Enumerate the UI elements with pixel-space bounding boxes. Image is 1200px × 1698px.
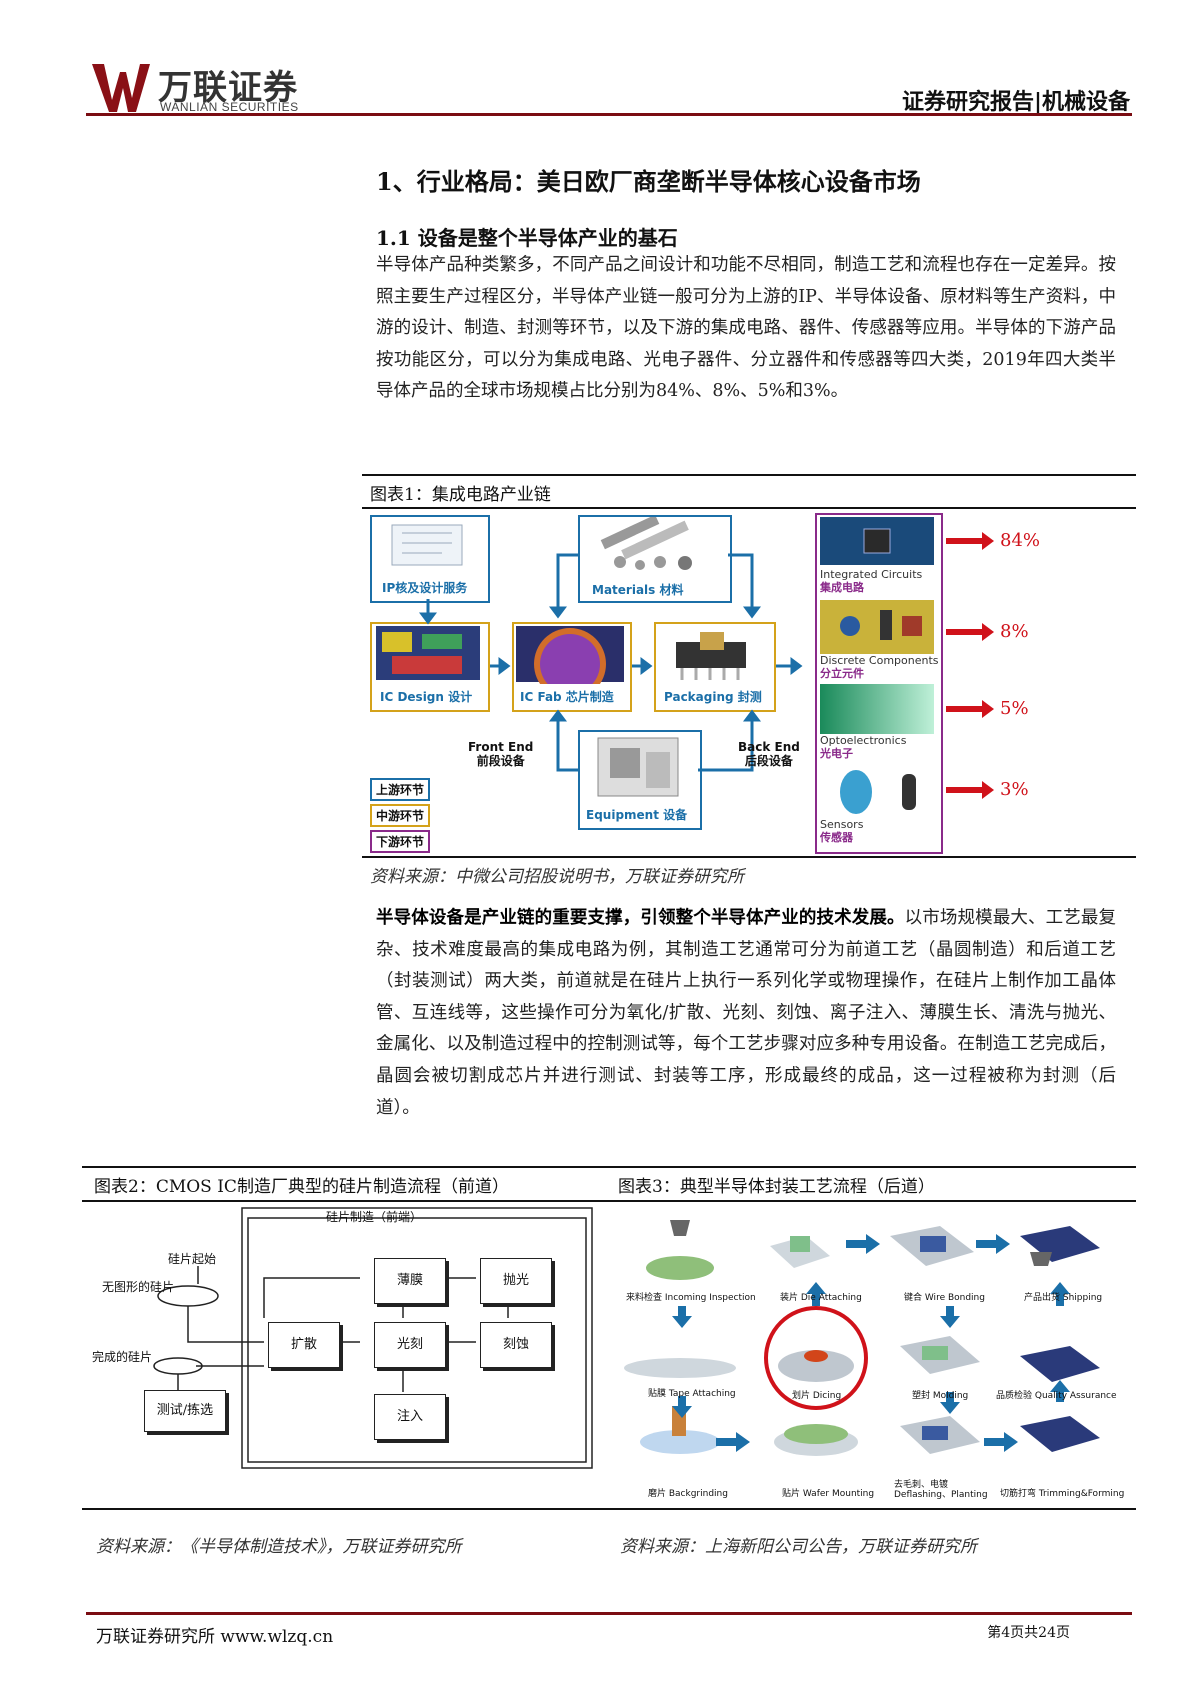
litho-box: 光刻 (374, 1322, 446, 1368)
diffusion-box: 扩散 (268, 1322, 340, 1368)
figure1-bottom-rule (362, 856, 1136, 858)
materials-label: Materials 材料 (592, 583, 684, 597)
unpatterned-label: 无图形的硅片 (102, 1280, 175, 1294)
finished-label: 完成的硅片 (92, 1350, 153, 1364)
legend-upstream: 上游环节 (370, 778, 431, 801)
packaging-box: Packaging 封测 (654, 622, 776, 712)
optoelectronics-image-icon (820, 684, 934, 734)
brand-logo-icon (92, 64, 150, 112)
chip-layout-icon (376, 626, 480, 680)
paragraph-2: 半导体设备是产业链的重要支撑，引领整个半导体产业的技术发展。以市场规模最大、工艺… (376, 903, 1116, 1124)
paragraph-2-body: 以市场规模最大、工艺最复杂、技术难度最高的集成电路为例，其制造工艺通常可分为前道… (376, 908, 1116, 1118)
paragraph-1: 半导体产品种类繁多，不同产品之间设计和功能不尽相同，制造工艺和流程也存在一定差异… (376, 255, 1116, 402)
ip-box: IP核及设计服务 (370, 515, 490, 603)
package-icon (676, 632, 746, 680)
page-number: 第4页共24页 (987, 1625, 1070, 1641)
ic-image-icon (820, 517, 934, 565)
ic-design-label: IC Design 设计 (380, 690, 473, 704)
materials-box: Materials 材料 (578, 514, 732, 603)
pct-opto: 5% (1000, 698, 1029, 719)
figure3-title: 图表3：典型半导体封装工艺流程（后道） (618, 1177, 935, 1197)
figure1-source: 资料来源：中微公司招股说明书，万联证券研究所 (370, 867, 744, 887)
downstream-panel (815, 513, 943, 854)
figure2-title: 图表2：CMOS IC制造厂典型的硅片制造流程（前道） (94, 1177, 509, 1197)
footer-left: 万联证券研究所 www.wlzq.cn (96, 1627, 334, 1647)
implant-box: 注入 (374, 1394, 446, 1440)
ic-design-box: IC Design 设计 (370, 622, 490, 712)
legend-downstream: 下游环节 (370, 830, 431, 853)
discrete-image-icon (820, 600, 934, 654)
step-backgrind: 磨片 Backgrinding (648, 1489, 728, 1499)
figure1-title: 图表1：集成电路产业链 (370, 485, 551, 505)
frame-label: 硅片制造（前端） (326, 1210, 423, 1224)
sensors-image-icon (840, 770, 916, 814)
film-box: 薄膜 (374, 1258, 446, 1304)
figure23-bottom-rule (82, 1508, 1136, 1510)
step-shipping: 产品出货 Shipping (1024, 1293, 1103, 1303)
test-box: 测试/拣选 (144, 1390, 226, 1432)
report-type: 证券研究报告|机械设备 (901, 89, 1130, 115)
figure1-top-rule (362, 474, 1136, 476)
ic-fab-label: IC Fab 芯片制造 (520, 690, 614, 704)
figure3-source: 资料来源：上海新阳公司公告，万联证券研究所 (620, 1537, 977, 1557)
step-incoming: 来料检查 Incoming Inspection (626, 1293, 756, 1303)
percent-arrows (946, 532, 994, 799)
section-subtitle: 1.1 设备是整个半导体产业的基石 (376, 226, 678, 250)
flow-arrows (419, 553, 803, 772)
etch-box: 刻蚀 (480, 1322, 552, 1368)
wafer-icon (516, 626, 624, 700)
schematic-icon (391, 524, 463, 566)
legend-midstream: 中游环节 (370, 804, 431, 827)
polish-box: 抛光 (480, 1258, 552, 1304)
figure1-title-rule (362, 507, 1136, 509)
equipment-label: Equipment 设备 (586, 808, 688, 822)
figure2-source: 资料来源：《半导体制造技术》，万联证券研究所 (96, 1537, 462, 1557)
brand-name: 万联证券 (158, 68, 298, 108)
packaging-label: Packaging 封测 (664, 690, 762, 704)
pct-discrete: 8% (1000, 621, 1029, 642)
step-qa: 品质检验 Quality Assurance (996, 1391, 1117, 1401)
start-label: 硅片起始 (168, 1252, 217, 1266)
brand-name-en: WANLIAN SECURITIES (160, 100, 299, 114)
section-title: 1、行业格局：美日欧厂商垄断半导体核心设备市场 (376, 167, 921, 196)
step-wire-bond: 键合 Wire Bonding (904, 1293, 985, 1303)
step-tape: 贴膜 Tape Attaching (648, 1389, 736, 1399)
paragraph-2-lead: 半导体设备是产业链的重要支撑，引领整个半导体产业的技术发展。 (376, 908, 905, 928)
materials-icon (600, 514, 692, 570)
figure23-title-rule (82, 1200, 1136, 1202)
step-dicing: 划片 Dicing (792, 1391, 842, 1401)
ic-fab-box: IC Fab 芯片制造 (512, 622, 632, 712)
equipment-icon (597, 737, 679, 797)
step-trim: 切筋打弯 Trimming&Forming (1000, 1489, 1125, 1499)
figure2-lines (153, 1207, 593, 1469)
header-divider (86, 113, 1132, 116)
pct-sensors: 3% (1000, 779, 1029, 800)
figure23-top-rule (82, 1166, 1136, 1168)
step-die-attach: 装片 Die Attaching (780, 1293, 862, 1303)
ip-label: IP核及设计服务 (382, 581, 468, 595)
equipment-box: Equipment 设备 (578, 730, 702, 830)
step-wafer-mount: 贴片 Wafer Mounting (782, 1489, 875, 1499)
pct-ic: 84% (1000, 530, 1041, 551)
step-molding: 塑封 Molding (912, 1391, 969, 1401)
footer-divider (86, 1612, 1132, 1615)
figure3-graphics (624, 1220, 1100, 1456)
